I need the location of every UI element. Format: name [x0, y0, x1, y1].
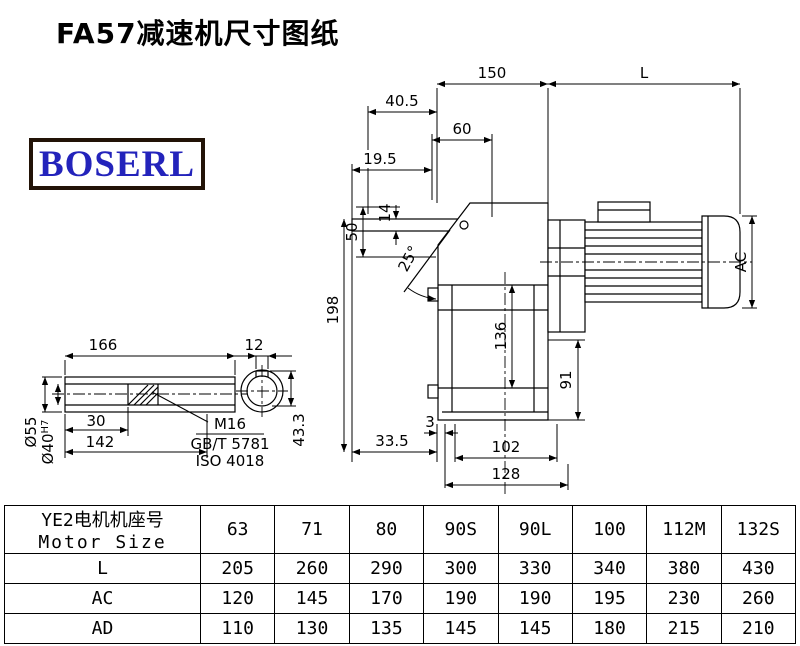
logo-text: BOSERL — [38, 143, 196, 185]
table-cell: 300 — [423, 553, 499, 584]
standard-gb-label: GB/T 5781 — [190, 435, 269, 453]
motor-outline — [547, 201, 741, 333]
table-cell: 340 — [571, 553, 648, 584]
technical-drawing: 150 L 40.5 60 19.5 14 50 25° 198 136 91 … — [22, 64, 757, 495]
table-cell: 145 — [497, 613, 573, 644]
dim-60-label: 60 — [452, 120, 471, 138]
shaft-center-lines — [52, 365, 288, 417]
table-cell: 215 — [646, 613, 722, 644]
dim-40-tolerance: H7 — [40, 420, 51, 434]
motor-size-table: YE2电机机座号 Motor Size 63 71 80 90S 90L 100… — [4, 505, 797, 644]
dim-l-label: L — [640, 64, 649, 82]
table-cell: 180 — [571, 613, 648, 644]
table-col-90l: 90L — [497, 505, 573, 554]
table-row-l: L 205 260 290 300 330 340 380 430 — [4, 553, 797, 584]
table-cell: 170 — [348, 583, 425, 614]
dim-14-label: 14 — [376, 203, 394, 222]
table-cell: 195 — [571, 583, 648, 614]
dim-ac-label: AC — [732, 252, 750, 272]
row-label: AC — [4, 583, 201, 614]
angle-25-label: 25° — [394, 243, 422, 275]
shaft-detail-outline — [64, 369, 284, 413]
dim-198-label: 198 — [324, 296, 342, 325]
table-col-71: 71 — [274, 505, 350, 554]
dim-50-label: 50 — [343, 222, 361, 241]
dim-43-3-label: 43.3 — [290, 413, 308, 446]
dimension-labels: 150 L 40.5 60 19.5 14 50 25° 198 136 91 … — [324, 64, 750, 483]
dim-128-label: 128 — [492, 465, 521, 483]
dim-142-label: 142 — [86, 433, 115, 451]
dim-3-label: 3 — [425, 413, 435, 431]
table-cell: 190 — [497, 583, 573, 614]
dim-91-label: 91 — [557, 370, 575, 389]
dim-30-label: 30 — [86, 412, 105, 430]
table-col-112m: 112M — [646, 505, 722, 554]
dim-33-5-label: 33.5 — [375, 432, 408, 450]
header-en: Motor Size — [38, 532, 167, 553]
dim-12-label: 12 — [244, 336, 263, 354]
dim-166-label: 166 — [89, 336, 118, 354]
dim-40h7-label: Ø40H7 — [39, 420, 57, 465]
header-cn: YE2电机机座号 — [41, 510, 164, 531]
dim-55-label: Ø55 — [22, 417, 40, 448]
shaft-dimension-lines — [41, 352, 296, 458]
motor-size-header-cell: YE2电机机座号 Motor Size — [4, 505, 201, 554]
table-cell: 210 — [720, 613, 797, 644]
table-row-ac: AC 120 145 170 190 190 195 230 260 — [4, 583, 797, 614]
thread-m16-label: M16 — [214, 415, 246, 433]
table-cell: 120 — [199, 583, 276, 614]
table-cell: 330 — [497, 553, 573, 584]
table-cell: 430 — [720, 553, 797, 584]
table-col-90s: 90S — [423, 505, 499, 554]
table-col-100: 100 — [571, 505, 648, 554]
table-header-row: YE2电机机座号 Motor Size 63 71 80 90S 90L 100… — [4, 505, 797, 554]
table-col-132s: 132S — [720, 505, 797, 554]
dim-40-5-label: 40.5 — [385, 92, 418, 110]
table-cell: 230 — [646, 583, 722, 614]
table-cell: 260 — [720, 583, 797, 614]
gearbox-outline — [351, 202, 549, 421]
table-cell: 290 — [348, 553, 425, 584]
table-cell: 205 — [199, 553, 276, 584]
table-cell: 260 — [274, 553, 350, 584]
boserl-logo: BOSERL — [29, 138, 205, 190]
row-label: L — [4, 553, 201, 584]
dim-19-5-label: 19.5 — [363, 150, 396, 168]
table-cell: 110 — [199, 613, 276, 644]
table-col-80: 80 — [348, 505, 425, 554]
shaft-dimension-labels: 166 12 30 142 Ø55 Ø40H7 M16 GB/T 5781 IS… — [22, 336, 308, 470]
table-cell: 190 — [423, 583, 499, 614]
dim-102-label: 102 — [492, 438, 521, 456]
table-cell: 380 — [646, 553, 722, 584]
table-cell: 145 — [423, 613, 499, 644]
dim-136-label: 136 — [492, 322, 510, 351]
dimension-lines — [340, 80, 757, 490]
table-cell: 135 — [348, 613, 425, 644]
table-row-ad: AD 110 130 135 145 145 180 215 210 — [4, 613, 797, 644]
table-cell: 145 — [274, 583, 350, 614]
page-title: FA57减速机尺寸图纸 — [56, 17, 340, 50]
row-label: AD — [4, 613, 201, 644]
table-col-63: 63 — [199, 505, 276, 554]
dim-40-text: Ø40 — [39, 433, 57, 464]
dim-150-label: 150 — [478, 64, 507, 82]
standard-iso-label: ISO 4018 — [196, 452, 265, 470]
table-cell: 130 — [274, 613, 350, 644]
